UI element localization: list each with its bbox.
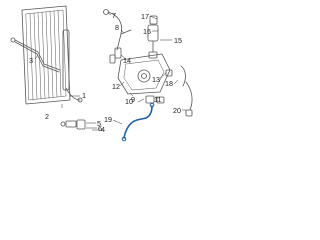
callout-5: 5	[97, 119, 101, 128]
leader-3	[34, 54, 39, 60]
callout-19: 19	[104, 115, 112, 124]
callout-17: 17	[141, 12, 149, 21]
leader-13	[159, 72, 167, 79]
leader-8	[120, 29, 125, 34]
leader-18	[173, 79, 179, 85]
discharge-line	[10, 37, 61, 73]
callout-11: 11	[154, 95, 161, 104]
callout-3: 3	[29, 56, 33, 65]
callout-16: 16	[143, 27, 151, 36]
leader-19	[112, 119, 123, 125]
callout-4: 4	[101, 125, 105, 134]
condenser	[21, 5, 83, 105]
callout-20: 20	[173, 106, 181, 115]
callout-8: 8	[115, 23, 119, 32]
valve-stack	[147, 15, 159, 59]
callout-1: 1	[82, 91, 86, 100]
leader-17	[149, 15, 158, 20]
fitting-assembly	[60, 119, 86, 130]
callout-2: 2	[45, 112, 49, 121]
highlighted-hose	[121, 102, 155, 142]
compressor-area	[117, 53, 186, 104]
callout-10: 10	[125, 97, 133, 106]
leader-12	[119, 81, 125, 87]
liquid-line	[103, 9, 132, 64]
callout-18: 18	[165, 79, 173, 88]
callout-12: 12	[112, 82, 120, 91]
leader-7	[107, 12, 112, 16]
leader-10	[137, 98, 145, 103]
leader-11	[155, 95, 158, 99]
callout-13: 13	[152, 75, 160, 84]
callout-15: 15	[174, 36, 182, 45]
callout-9: 9	[131, 95, 135, 104]
callout-6: 6	[98, 124, 102, 133]
ac-parts-diagram: 1 2 3 4 5 6 7 8 9 10 11 12 13 14 15 16 1…	[10, 5, 193, 142]
leader-14	[120, 54, 127, 60]
callout-14: 14	[123, 56, 131, 65]
suction-hose	[185, 81, 193, 117]
leader-9	[129, 92, 134, 97]
callout-7: 7	[112, 11, 116, 20]
